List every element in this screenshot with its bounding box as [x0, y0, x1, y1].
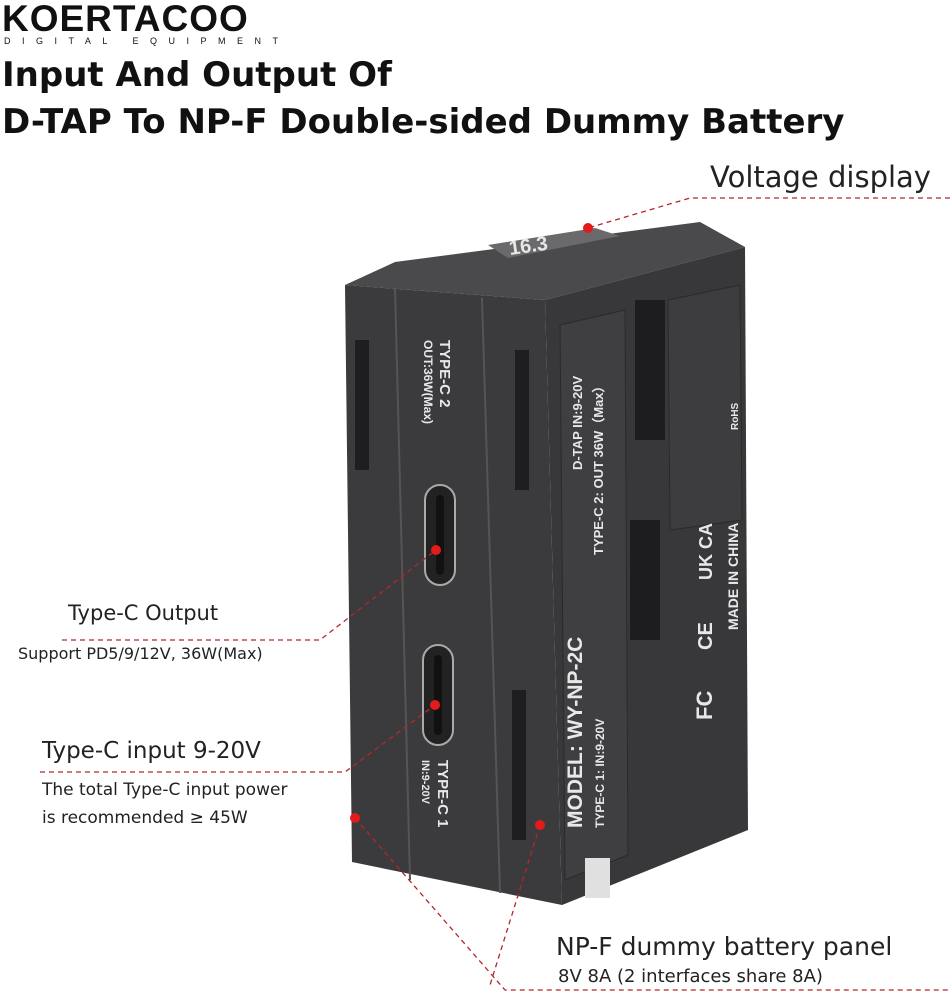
battery-shape: CE [695, 622, 717, 650]
battery-shape: TYPE-C 1 IN:9-20V [419, 760, 451, 828]
typec1-in-label: TYPE-C 1: IN:9-20V [593, 719, 607, 828]
battery-shape [350, 813, 360, 823]
battery-shape: MADE IN CHINA [725, 523, 741, 630]
dtap-in-label: D-TAP IN:9-20V [570, 376, 585, 470]
made-in-label: MADE IN CHINA [725, 523, 741, 630]
callout-typec-output-title: Type-C Output [68, 601, 219, 625]
battery-top-face [345, 222, 745, 300]
battery-shape: D-TAP IN:9-20V [570, 376, 585, 470]
battery-shape [489, 824, 541, 986]
side-typec1-spec: IN:9-20V [419, 760, 431, 805]
title-line-1: Input And Output Of [2, 55, 392, 95]
callout-typec-output-detail: Support PD5/9/12V, 36W(Max) [18, 644, 263, 663]
callout-typec-input-title: Type-C input 9-20V [42, 738, 261, 764]
battery-shape [587, 197, 950, 229]
battery-shape [535, 820, 545, 830]
battery-shape [667, 284, 743, 531]
voltage-display [488, 228, 620, 258]
title-line-2: D-TAP To NP-F Double-sided Dummy Battery [2, 102, 845, 142]
battery-shape: MODEL: WY-NP-2C TYPE-C 1: IN:9-20V [564, 637, 607, 828]
battery-shape: UK CA [696, 523, 716, 580]
battery-shape [62, 549, 437, 641]
battery-shape [431, 545, 441, 555]
side-typec2-label: TYPE-C 2 [436, 340, 453, 408]
battery-shape: TYPE-C 2: OUT 36W（Max） [591, 379, 606, 555]
battery-shape [394, 287, 411, 881]
battery-shape [585, 858, 610, 898]
ce-mark: CE [695, 622, 717, 650]
callout-lines [40, 197, 950, 991]
callout-npf-panel-detail: 8V 8A (2 interfaces share 8A) [558, 966, 823, 987]
battery-shape [354, 817, 950, 991]
battery-shape [512, 690, 526, 840]
brand-tagline: DIGITAL EQUIPMENT [4, 36, 290, 46]
side-typec1-label: TYPE-C 1 [434, 760, 451, 828]
display-value: 16.3 [508, 233, 550, 260]
battery-shape [355, 340, 369, 470]
battery-shape: TYPE-C 2 OUT:36W(Max) [421, 340, 453, 424]
callout-dots [350, 223, 593, 830]
battery-shape [630, 520, 660, 640]
ukca-mark: UK CA [696, 523, 716, 580]
brand-name: KOERTACOO [2, 0, 249, 39]
battery-shape [515, 350, 529, 490]
battery-shape [559, 309, 629, 881]
brand-logo: KOERTACOO [2, 0, 249, 38]
battery-shape [430, 700, 440, 710]
fc-mark: FC [692, 691, 717, 720]
callout-typec-input-detail-1: The total Type-C input power [42, 780, 288, 800]
callout-typec-input-detail-2: is recommended ≥ 45W [42, 808, 248, 828]
rohs-mark: RoHS [730, 402, 741, 430]
side-typec2-spec: OUT:36W(Max) [421, 340, 435, 424]
battery-shape [436, 495, 444, 575]
callout-voltage-display: Voltage display [710, 160, 931, 194]
battery-shape [635, 300, 665, 440]
model-label: MODEL: WY-NP-2C [564, 637, 587, 828]
battery-shape [583, 223, 593, 233]
battery-shape: RoHS [730, 402, 741, 430]
battery-shape: FC [692, 691, 717, 720]
battery-shape [434, 655, 442, 735]
battery-shape [40, 704, 436, 773]
battery-shape [481, 297, 501, 894]
typec2-out-label: TYPE-C 2: OUT 36W（Max） [591, 379, 606, 555]
callout-npf-panel-title: NP-F dummy battery panel [556, 932, 893, 961]
